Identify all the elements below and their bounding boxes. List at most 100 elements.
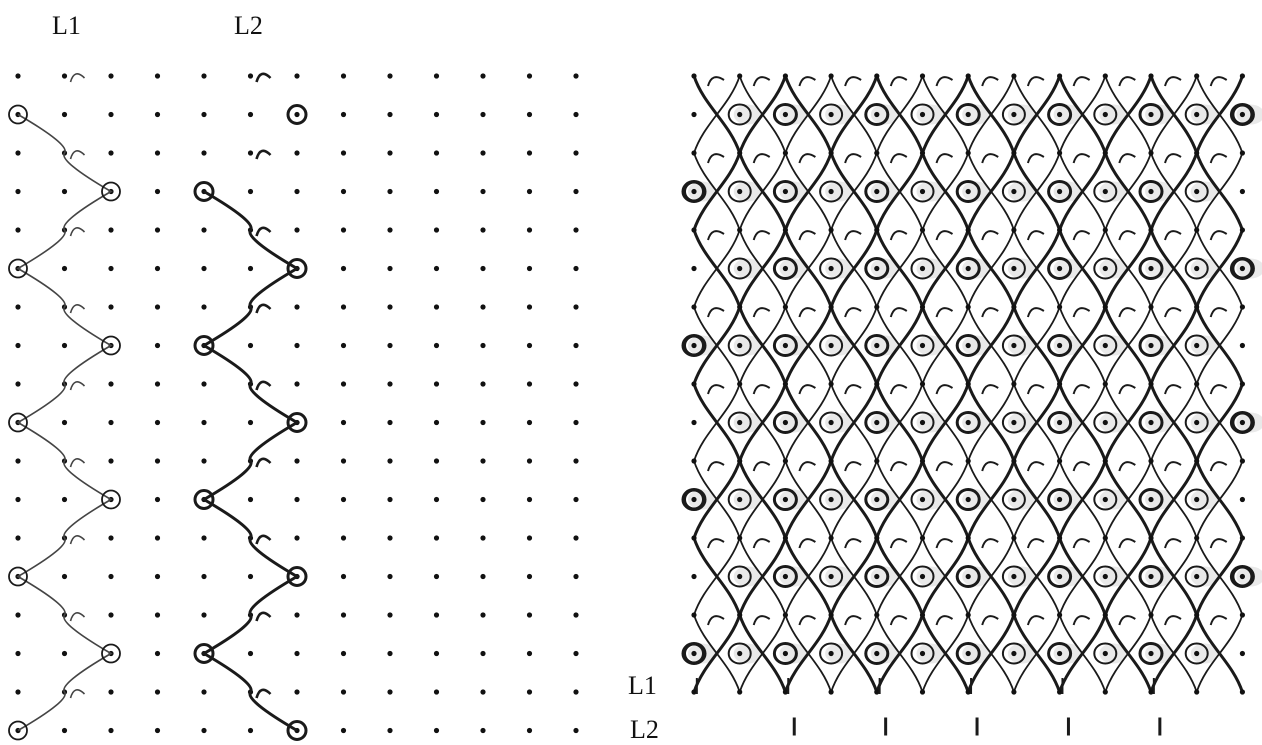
grid-dot [1194,497,1199,502]
grid-dot [1011,150,1016,155]
grid-dot [1057,266,1062,271]
pattern-hook [754,616,770,625]
grid-dot [874,420,879,425]
grid-dot [966,497,971,502]
pattern-hook [982,462,998,471]
grid-dot [434,343,439,348]
grid-dot [874,574,879,579]
pattern-hook [708,385,724,394]
grid-dot [341,381,346,386]
grid-dot [573,574,578,579]
grid-dot [434,535,439,540]
grid-dot [783,150,788,155]
pattern-hook [1211,616,1227,625]
grid-dot [829,651,834,656]
grid-dot [1103,420,1108,425]
grid-dot [829,420,834,425]
grid-dot [1011,73,1016,78]
grid-dot [108,728,113,733]
grid-dot [874,189,879,194]
grid-dot [1103,266,1108,271]
grid-dot [1103,73,1108,78]
grid-dot [108,689,113,694]
grid-dot [874,266,879,271]
left-strands [9,74,306,740]
grid-dot [1194,689,1199,694]
grid-dot [1103,651,1108,656]
pattern-hook [754,231,770,240]
grid-dot [201,420,206,425]
pattern-hook [891,231,907,240]
grid-dot [874,458,879,463]
pattern-hook [1028,385,1044,394]
grid-dot [920,381,925,386]
grid-dot [155,689,160,694]
pattern-hook [1074,308,1090,317]
grid-dot [829,458,834,463]
grid-dot [155,574,160,579]
grid-dot [341,73,346,78]
pattern-hook [845,77,861,86]
pattern-strand [694,76,740,153]
grid-dot [15,73,20,78]
grid-dot [1148,535,1153,540]
grid-dot [1240,343,1245,348]
pattern-hook [1211,385,1227,394]
right-label-l2: L2 [630,715,659,744]
grid-dot [62,497,67,502]
grid-dot [1103,689,1108,694]
grid-dot [480,689,485,694]
grid-dot [1148,343,1153,348]
grid-dot [341,227,346,232]
grid-dot [1240,458,1245,463]
grid-dot [387,420,392,425]
grid-dot [1194,458,1199,463]
grid-dot [874,497,879,502]
grid-dot [434,73,439,78]
pattern-hook [1028,154,1044,163]
pattern-hook [1165,539,1181,548]
grid-dot [829,227,834,232]
pattern-hook [754,154,770,163]
grid-dot [108,227,113,232]
grid-dot [108,535,113,540]
grid-dot [783,689,788,694]
grid-dot [966,612,971,617]
grid-dot [1011,612,1016,617]
grid-dot [920,189,925,194]
grid-dot [1194,112,1199,117]
grid-dot [573,73,578,78]
grid-dot [1148,420,1153,425]
grid-dot [201,112,206,117]
grid-dot [573,266,578,271]
grid-dot [737,458,742,463]
grid-dot [783,612,788,617]
grid-dot [1148,73,1153,78]
strand-hook [257,536,271,544]
grid-dot [1148,150,1153,155]
grid-dot [1240,304,1245,309]
grid-dot [691,189,696,194]
grid-dot [108,73,113,78]
grid-dot [573,612,578,617]
grid-dot [1057,343,1062,348]
grid-dot [783,420,788,425]
grid-dot [1057,304,1062,309]
grid-dot [387,189,392,194]
pattern-hook [799,308,815,317]
grid-dot [920,227,925,232]
grid-dot [874,535,879,540]
grid-dot [15,150,20,155]
grid-dot [920,651,925,656]
grid-dot [966,266,971,271]
strand-hook [71,459,85,467]
grid-dot [1148,266,1153,271]
grid-dot [294,689,299,694]
grid-dot [1057,497,1062,502]
grid-dot [829,304,834,309]
grid-dot [573,497,578,502]
grid-dot [434,497,439,502]
grid-dot [434,304,439,309]
grid-dot [201,458,206,463]
grid-dot [15,458,20,463]
